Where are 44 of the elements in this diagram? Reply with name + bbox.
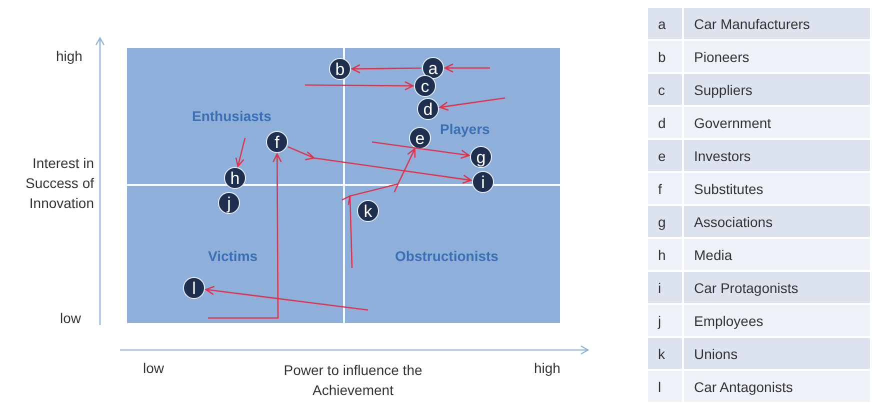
table-cell-name: Government xyxy=(684,107,870,139)
table-cell-name: Car Manufacturers xyxy=(684,8,870,40)
arrow xyxy=(235,138,246,168)
table-cell-name: Pioneers xyxy=(684,41,870,73)
table-cell-letter: c xyxy=(648,74,683,106)
table-cell-letter: f xyxy=(648,173,683,205)
arrow xyxy=(208,153,282,319)
table-cell-name: Investors xyxy=(684,140,870,172)
table-cell-name: Suppliers xyxy=(684,74,870,106)
table-cell-name: Car Protagonists xyxy=(684,272,870,304)
table-cell-letter: g xyxy=(648,206,683,238)
table-cell-name: Employees xyxy=(684,305,870,337)
table-cell-letter: b xyxy=(648,41,683,73)
table-cell-letter: i xyxy=(648,272,683,304)
arrow xyxy=(372,141,470,159)
quadrant-label: Victims xyxy=(208,248,258,264)
axis-tick-label: high xyxy=(56,48,82,64)
arrow xyxy=(351,64,421,74)
axis-tick-label: low xyxy=(60,310,82,326)
axis-tick-label: low xyxy=(143,360,164,376)
arrow xyxy=(342,148,416,268)
table-cell-letter: h xyxy=(648,239,683,271)
table-cell-letter: k xyxy=(648,338,683,370)
table-cell-letter: d xyxy=(648,107,683,139)
arrow xyxy=(288,146,472,184)
quadrant-label: Players xyxy=(440,121,490,137)
table-cell-name: Unions xyxy=(684,338,870,370)
table-cell-letter: a xyxy=(648,8,683,40)
axis-title: Interest in Success of Innovation xyxy=(24,154,94,213)
arrow xyxy=(205,286,368,311)
table-cell-letter: l xyxy=(648,371,683,403)
axis-title: Power to influence the Achievement xyxy=(283,361,423,400)
table-cell-name: Car Antagonists xyxy=(684,371,870,403)
quadrant-label: Enthusiasts xyxy=(192,108,272,124)
quadrant-label: Obstructionists xyxy=(395,248,498,264)
table-cell-name: Media xyxy=(684,239,870,271)
table-cell-name: Substitutes xyxy=(684,173,870,205)
table-cell-letter: j xyxy=(648,305,683,337)
table-cell-letter: e xyxy=(648,140,683,172)
arrow xyxy=(444,63,490,73)
arrow xyxy=(439,97,506,111)
arrow xyxy=(305,81,414,90)
table-cell-name: Associations xyxy=(684,206,870,238)
axis-tick-label: high xyxy=(534,360,560,376)
